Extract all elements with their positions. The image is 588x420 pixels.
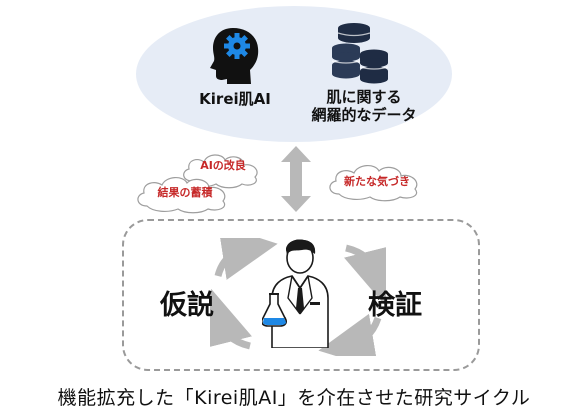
caption: 機能拡充した「Kirei肌AI」を介在させた研究サイクル: [57, 387, 531, 409]
cloud-accumulate: [137, 177, 226, 214]
cloud-accumulate-text: 結果の蓄積: [157, 186, 213, 199]
verification-label: 検証: [368, 290, 422, 321]
scientist-icon: [262, 239, 329, 348]
head-gear-icon: [210, 28, 259, 84]
top-ellipse: [136, 6, 452, 142]
data-label-line1: 肌に関する: [326, 88, 402, 106]
cloud-improve: [183, 154, 258, 189]
cloud-improve-text: AIの改良: [200, 159, 246, 172]
bidirectional-arrow-icon: [281, 146, 311, 212]
cloud-discovery: [329, 165, 418, 202]
ai-label: Kirei肌AI: [199, 90, 271, 108]
cloud-discovery-text: 新たな気づき: [344, 175, 410, 188]
cycle-arrow-icon: [210, 238, 386, 356]
hypothesis-label: 仮説: [160, 290, 214, 321]
research-cycle-box: [122, 219, 480, 371]
database-icon: [331, 23, 389, 84]
data-label-line2: 網羅的なデータ: [311, 106, 417, 124]
